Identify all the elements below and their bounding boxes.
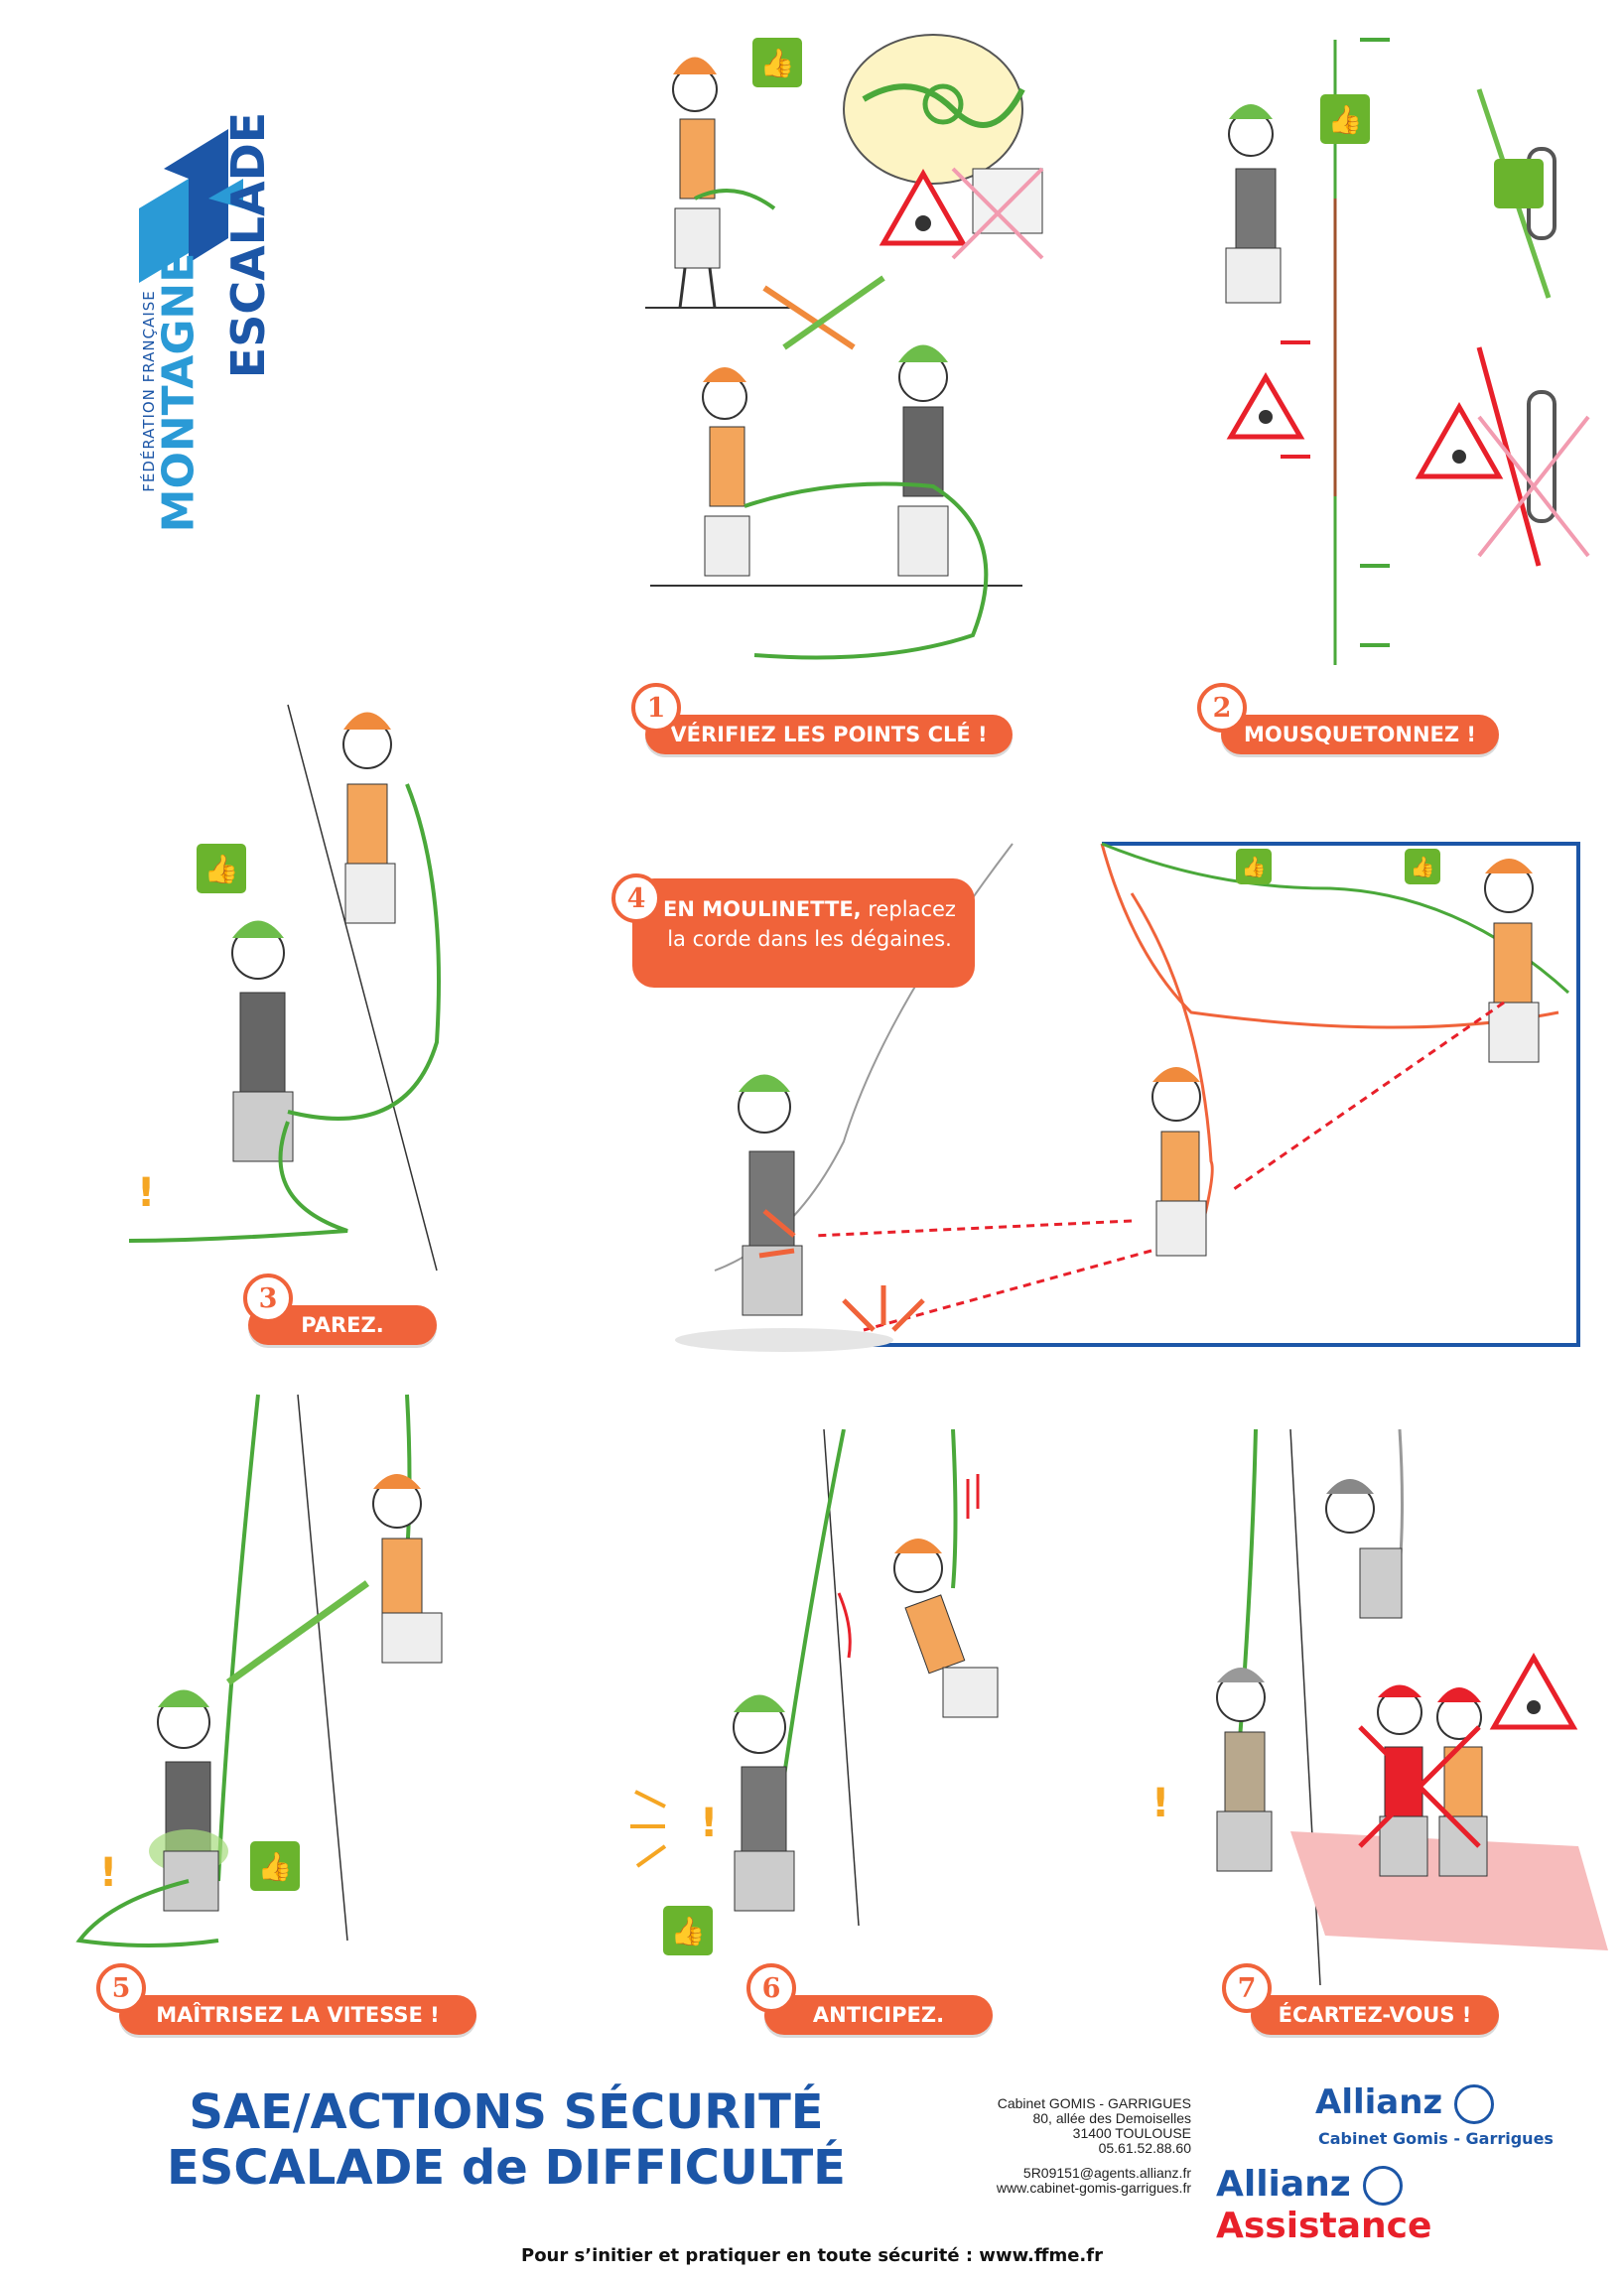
step7-label-text: ÉCARTEZ-VOUS ! xyxy=(1278,2003,1472,2027)
allianz-eagle-icon xyxy=(1363,2166,1404,2206)
ffme-logo: FÉDÉRATION FRANÇAISE MONTAGNE ESCALADE xyxy=(129,50,298,566)
step6-number: 6 xyxy=(746,1963,796,2013)
step2-label: MOUSQUETONNEZ ! xyxy=(1221,715,1499,754)
thumbs-up-icon: 👍 xyxy=(1236,849,1272,884)
poster-title-line2: ESCALADE de DIFFICULTÉ xyxy=(167,2140,846,2196)
address-line5: 5R09151@agents.allianz.fr xyxy=(1022,2165,1191,2181)
address-line3: 31400 TOULOUSE xyxy=(1072,2125,1191,2141)
allianz-eagle-icon xyxy=(1454,2083,1495,2124)
step2-number: 2 xyxy=(1197,683,1247,733)
step5-illustration: ! 👍 xyxy=(69,1385,536,1980)
thumbs-up-icon: 👍 xyxy=(250,1841,300,1891)
svg-text:!: ! xyxy=(700,1801,718,1846)
step2-label-text: MOUSQUETONNEZ ! xyxy=(1244,723,1476,746)
allianz-brand: Allianz xyxy=(1315,2082,1443,2122)
agency-address: Cabinet GOMIS - GARRIGUES 80, allée des … xyxy=(893,2096,1191,2196)
step5-number: 5 xyxy=(96,1963,146,2013)
step4-note-rest: replacez xyxy=(861,897,956,921)
step3-number: 3 xyxy=(243,1274,293,1323)
svg-text:!: ! xyxy=(1151,1781,1169,1826)
thumbs-up-icon: 👍 xyxy=(1405,849,1440,884)
step4-number: 4 xyxy=(611,873,661,923)
address-line2: 80, allée des Demoiselles xyxy=(1032,2110,1191,2126)
thumbs-up-icon: 👍 xyxy=(1320,94,1370,144)
step7-illustration: ! xyxy=(1151,1428,1608,1986)
logo-word-escalade: ESCALADE xyxy=(221,111,275,379)
step4-note-line2: la corde dans les dégaines. xyxy=(667,927,952,951)
allianz-assistance-logo: Allianz Assistance xyxy=(1216,2164,1624,2246)
step4-note-bold: EN MOULINETTE, xyxy=(663,897,862,921)
step5-label-text: MAÎTRISEZ LA VITESSE ! xyxy=(156,2003,440,2027)
step5-label: MAÎTRISEZ LA VITESSE ! xyxy=(119,1995,476,2035)
thumbs-up-icon: 👍 xyxy=(663,1906,713,1955)
thumbs-up-icon: 👍 xyxy=(752,38,802,87)
allianz-brand-2: Allianz xyxy=(1216,2164,1351,2205)
ffme-logo-mark xyxy=(139,129,243,283)
address-line6: www.cabinet-gomis-garrigues.fr xyxy=(996,2180,1191,2196)
step3-label-text: PAREZ. xyxy=(301,1313,384,1337)
step1-illustration: 👍 xyxy=(635,20,1052,675)
allianz-assistance: Assistance xyxy=(1216,2206,1432,2246)
allianz-logo-top: Allianz xyxy=(1315,2082,1495,2124)
allianz-cabinet: Cabinet Gomis - Garrigues xyxy=(1318,2129,1554,2148)
svg-text:!: ! xyxy=(137,1170,155,1216)
poster-title: SAE/ACTIONS SÉCURITÉ ESCALADE de DIFFICU… xyxy=(149,2084,864,2196)
svg-text:!: ! xyxy=(99,1850,117,1896)
step6-illustration: ! 👍 xyxy=(625,1428,1062,1985)
step1-number: 1 xyxy=(631,683,681,733)
address-line4: 05.61.52.88.60 xyxy=(1098,2140,1191,2156)
step1-label-text: VÉRIFIEZ LES POINTS CLÉ ! xyxy=(670,723,988,746)
step6-label-text: ANTICIPEZ. xyxy=(812,2003,945,2027)
step1-label: VÉRIFIEZ LES POINTS CLÉ ! xyxy=(645,715,1013,754)
poster-title-line1: SAE/ACTIONS SÉCURITÉ xyxy=(189,2084,824,2140)
step4-note: EN MOULINETTE, replacez la corde dans le… xyxy=(632,878,975,988)
step7-label: ÉCARTEZ-VOUS ! xyxy=(1251,1995,1499,2035)
step2-illustration: 👍 xyxy=(1151,0,1608,675)
step7-number: 7 xyxy=(1222,1963,1272,2013)
thumbs-up-icon: 👍 xyxy=(197,844,246,893)
step3-illustration: ! 👍 xyxy=(109,685,526,1280)
logo-word-montagne: MONTAGNE xyxy=(153,252,204,533)
footer-tagline: Pour s’initier et pratiquer en toute séc… xyxy=(521,2245,1103,2266)
step6-label: ANTICIPEZ. xyxy=(764,1995,993,2035)
address-line1: Cabinet GOMIS - GARRIGUES xyxy=(997,2095,1191,2111)
